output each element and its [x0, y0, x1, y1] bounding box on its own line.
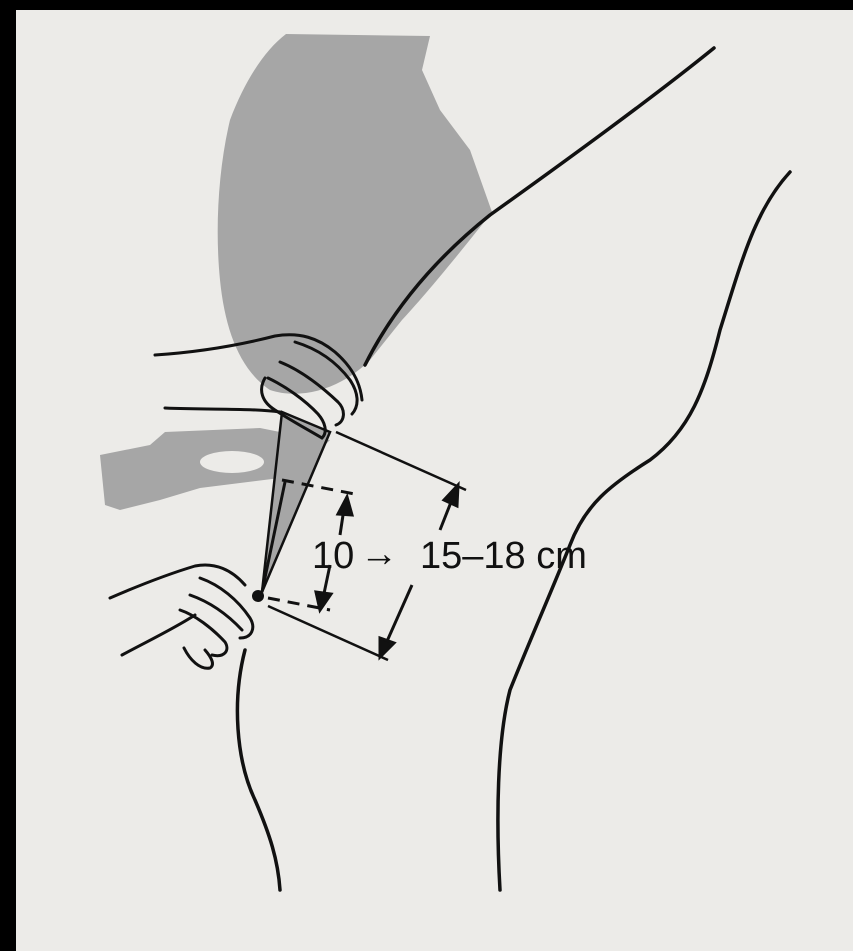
- measurement-start-label: 10: [312, 535, 354, 577]
- measurement-range-label: 15–18 cm: [420, 535, 587, 577]
- front-leg-contour: [237, 650, 280, 890]
- hand-shadow-highlight: [200, 451, 264, 473]
- lower-hand: [110, 565, 253, 668]
- measurement-arrow-glyph: →: [360, 533, 398, 575]
- thigh-contour: [498, 172, 790, 890]
